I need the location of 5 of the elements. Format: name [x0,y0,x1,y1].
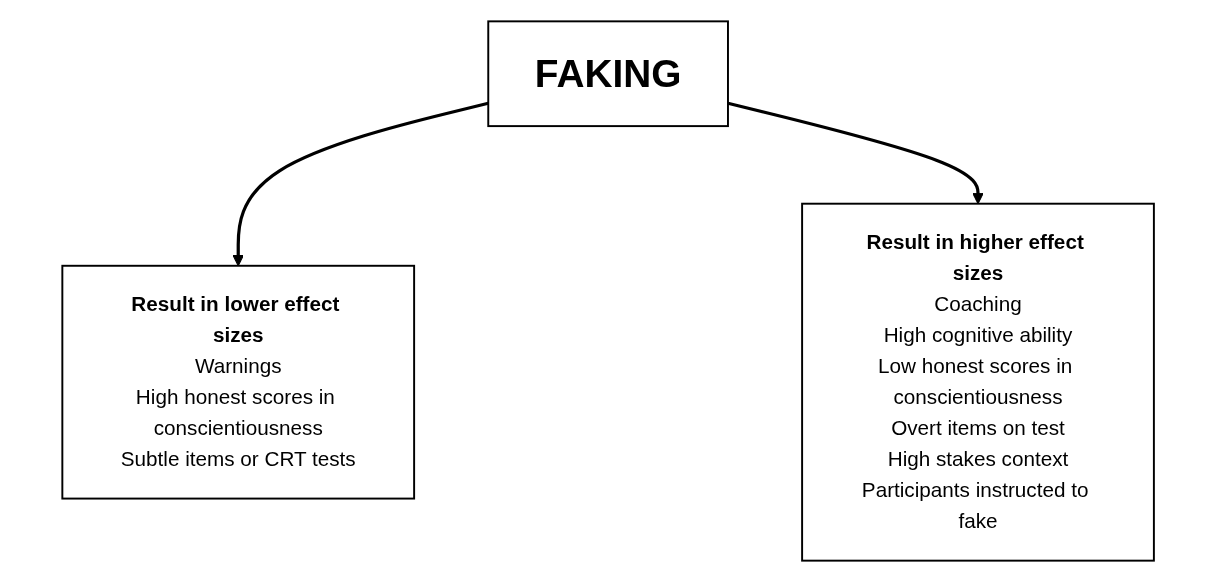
arrow [727,101,984,204]
node-box: Result in lower effect sizes Warnings High honest scores in conscientiousness Subtle items or CRT tests [61,264,415,500]
node-box: Result in higher effect sizes Coaching High cognitive ability Low honest scores in conscientiousness Overt items on test High stakes context Participants instructed to fake [801,202,1155,562]
node-box: FAKING [487,19,729,127]
arrow [232,101,489,266]
